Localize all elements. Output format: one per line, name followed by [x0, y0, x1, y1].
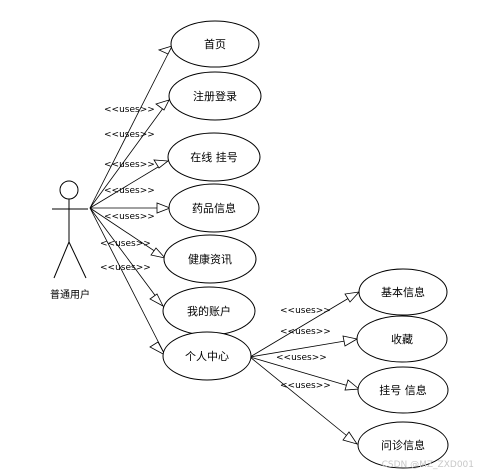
association-line — [89, 45, 173, 209]
association-line — [89, 207, 166, 356]
arrowhead — [342, 335, 359, 347]
use-case-my-account: 我的账户 — [162, 286, 256, 336]
use-case-label: 在线 挂号 — [190, 150, 238, 164]
relation-label: <<uses>> — [280, 306, 331, 316]
use-case-ellipse — [358, 268, 448, 316]
arrowhead — [149, 293, 164, 307]
main-associations — [89, 45, 173, 356]
use-case-registration-info: 挂号 信息 — [357, 366, 449, 414]
use-case-ellipse — [356, 315, 448, 363]
use-case-drug-info: 药品信息 — [168, 183, 260, 233]
use-case-ellipse — [167, 132, 261, 182]
sub-arrowheads — [342, 291, 361, 445]
use-case-online-registration: 在线 挂号 — [167, 132, 261, 182]
relation-label: <<uses>> — [104, 160, 155, 170]
use-case-label: 个人中心 — [185, 350, 229, 363]
association-line — [249, 356, 360, 390]
use-case-favorites: 收藏 — [356, 315, 448, 363]
use-case-label: 健康资讯 — [188, 252, 232, 266]
arrowhead — [344, 379, 361, 391]
arrowhead — [156, 202, 172, 214]
use-case-label: 首页 — [204, 37, 226, 51]
use-case-ellipse — [163, 234, 257, 284]
relation-label: <<uses>> — [104, 130, 155, 140]
arrowhead — [157, 45, 173, 55]
use-case-ellipse — [357, 421, 449, 469]
relation-label: <<uses>> — [276, 353, 327, 363]
use-case-home: 首页 — [170, 20, 260, 68]
sub-relation-labels: <<uses>> <<uses>> <<uses>> <<uses>> — [276, 306, 331, 391]
actor-label: 普通用户 — [50, 288, 90, 301]
use-case-ellipse — [168, 183, 260, 233]
watermark: CSDN @MZ_ZXD001 — [382, 460, 474, 470]
association-line — [89, 207, 166, 259]
use-case-consultation-info: 问诊信息 — [357, 421, 449, 469]
arrowhead — [153, 159, 170, 169]
actor-left-leg — [53, 241, 70, 279]
relation-label: <<uses>> — [280, 381, 331, 391]
relation-label: <<uses>> — [100, 239, 151, 249]
association-line — [89, 207, 164, 307]
actor-head — [59, 180, 79, 200]
use-case-basic-info: 基本信息 — [358, 268, 448, 316]
use-case-ellipse — [162, 331, 252, 381]
use-case-label: 我的账户 — [187, 304, 231, 318]
arrowhead — [342, 431, 358, 445]
use-case-label: 注册登录 — [193, 89, 237, 103]
association-line — [89, 160, 169, 209]
use-case-register-login: 注册登录 — [168, 71, 262, 121]
use-case-label: 药品信息 — [192, 201, 236, 215]
use-case-label: 问诊信息 — [381, 438, 425, 452]
use-case-label: 基本信息 — [381, 285, 425, 299]
association-line — [249, 291, 360, 358]
association-line — [249, 356, 358, 445]
use-case-ellipse — [357, 366, 449, 414]
use-case-personal-center: 个人中心 — [162, 331, 252, 381]
arrowhead — [150, 247, 167, 259]
actor: 普通用户 — [50, 180, 90, 301]
use-case-label: 挂号 信息 — [379, 383, 427, 397]
sub-associations — [249, 291, 360, 445]
use-case-health-news: 健康资讯 — [163, 234, 257, 284]
arrowhead — [344, 291, 361, 303]
main-arrowheads — [149, 45, 173, 356]
association-line — [89, 99, 170, 209]
actor-right-leg — [68, 241, 87, 279]
main-relation-labels: <<uses>> <<uses>> <<uses>> <<uses>> <<us… — [100, 105, 155, 273]
relation-label: <<uses>> — [104, 105, 155, 115]
relation-label: <<uses>> — [100, 263, 151, 273]
association-line — [249, 338, 358, 358]
relation-label: <<uses>> — [104, 212, 155, 222]
arrowhead — [155, 99, 170, 111]
use-case-ellipse — [170, 20, 260, 68]
relation-label: <<uses>> — [104, 186, 155, 196]
use-case-ellipse — [168, 71, 262, 121]
relation-label: <<uses>> — [280, 327, 331, 337]
use-case-label: 收藏 — [391, 332, 413, 346]
arrowhead — [149, 341, 166, 356]
